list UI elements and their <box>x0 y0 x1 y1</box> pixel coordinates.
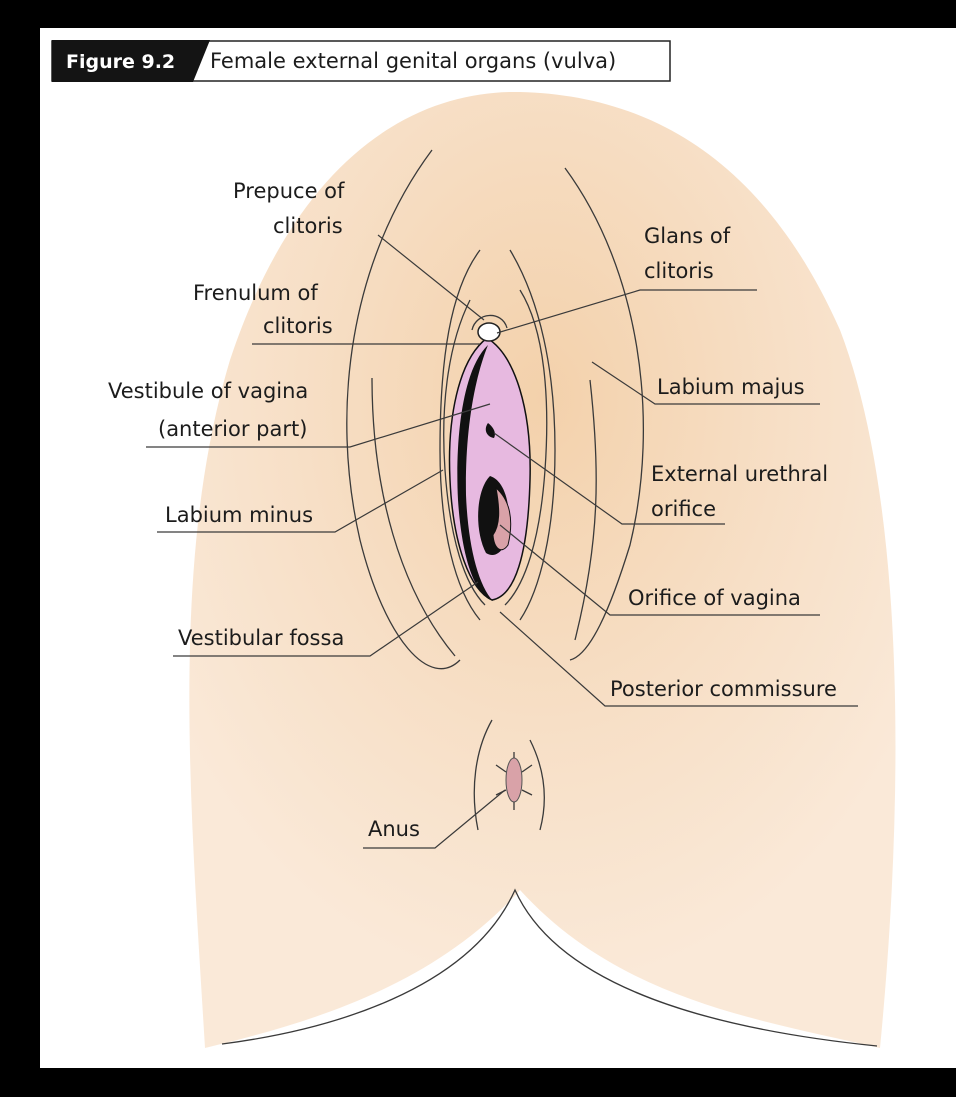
anus-shape <box>506 758 522 802</box>
label-prepuce-line2: clitoris <box>273 214 343 238</box>
frame-bottom <box>0 1068 956 1097</box>
label-posterior-commissure: Posterior commissure <box>610 677 837 701</box>
label-labium-majus: Labium majus <box>657 375 805 399</box>
label-vestibular-fossa: Vestibular fossa <box>178 626 344 650</box>
label-vestibule-line2: (anterior part) <box>158 417 307 441</box>
label-labium-minus: Labium minus <box>165 503 313 527</box>
label-orifice-vagina: Orifice of vagina <box>628 586 801 610</box>
label-vestibule-line1: Vestibule of vagina <box>108 379 308 403</box>
glans-of-clitoris <box>478 323 500 341</box>
label-prepuce-line1: Prepuce of <box>233 179 345 203</box>
figure-title: Female external genital organs (vulva) <box>210 49 616 73</box>
label-glans-line2: clitoris <box>644 259 714 283</box>
figure-header: Figure 9.2 Female external genital organ… <box>52 40 670 82</box>
frame-left <box>0 0 40 1097</box>
frame-top <box>0 0 956 28</box>
figure-number: Figure 9.2 <box>66 51 175 73</box>
label-frenulum-line1: Frenulum of <box>193 281 318 305</box>
label-glans-line1: Glans of <box>644 224 731 248</box>
label-anus: Anus <box>368 817 420 841</box>
label-urethral-line2: orifice <box>651 497 716 521</box>
label-frenulum-line2: clitoris <box>263 314 333 338</box>
label-urethral-line1: External urethral <box>651 462 828 486</box>
